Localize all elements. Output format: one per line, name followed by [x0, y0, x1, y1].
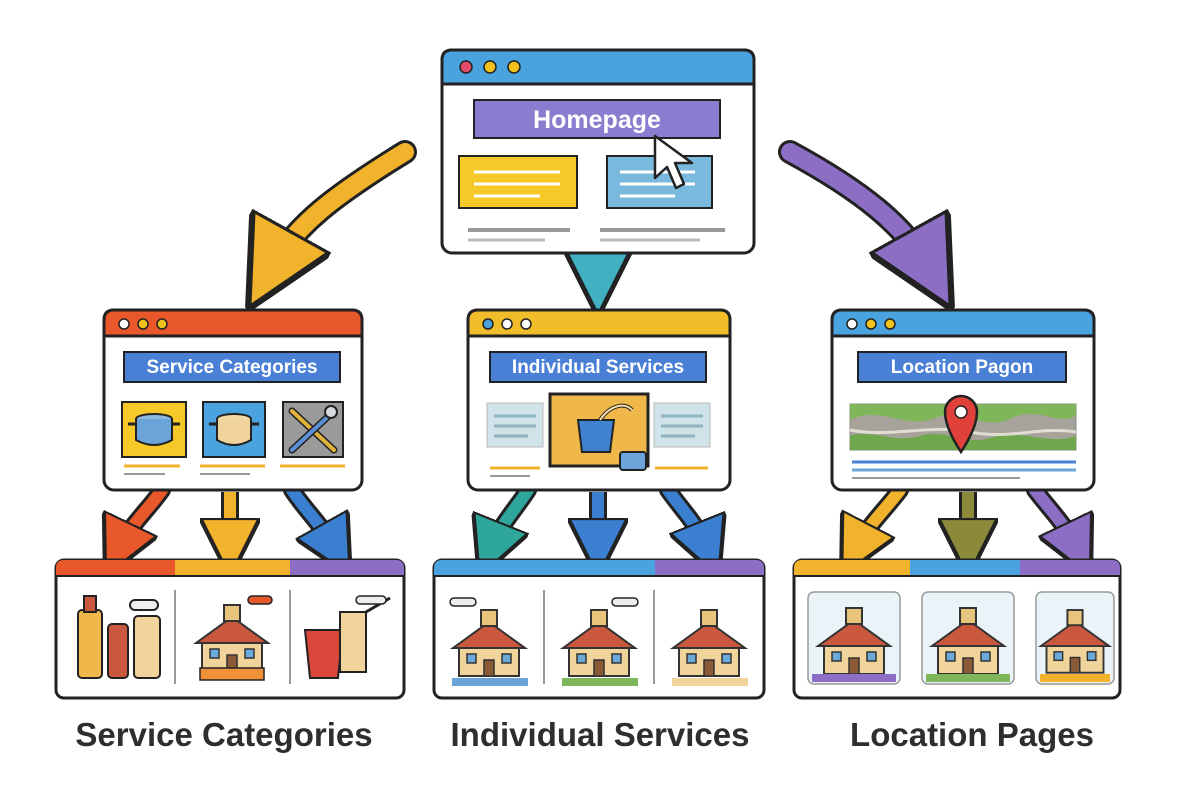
service-categories-window: Service Categories	[102, 308, 364, 492]
location-pages-strip	[792, 558, 1122, 700]
cursor-icon	[653, 134, 694, 190]
service-pages-strip	[432, 558, 766, 700]
cooking-pot-icon	[128, 413, 180, 446]
arrows-categories-to-pages	[118, 481, 336, 550]
homepage-window: Homepage	[440, 48, 756, 255]
service-categories-label: Service Categories	[146, 357, 317, 378]
tools-icon	[288, 405, 338, 454]
bucket-icon	[303, 595, 391, 679]
arrows-services-to-pages	[490, 481, 708, 550]
cooking-pot-icon	[209, 413, 259, 446]
caption-individual-services: Individual Services	[450, 716, 750, 753]
arrow-home-to-categories	[270, 140, 417, 270]
bucket-icon	[576, 403, 634, 453]
location-label: Location Pagon	[891, 357, 1034, 378]
individual-services-window: Individual Services	[466, 308, 732, 492]
homepage-label: Homepage	[533, 106, 661, 134]
location-window: Location Pagon	[830, 308, 1096, 492]
bottles-thumbnail	[77, 595, 161, 679]
caption-service-categories: Service Categories	[75, 716, 373, 753]
individual-services-label: Individual Services	[512, 357, 684, 378]
caption-location-pages: Location Pages	[850, 716, 1094, 753]
category-pages-strip	[54, 558, 406, 700]
map-pin-icon	[943, 394, 979, 455]
arrow-home-to-locations	[778, 140, 930, 270]
arrows-locations-to-pages	[855, 481, 1078, 550]
